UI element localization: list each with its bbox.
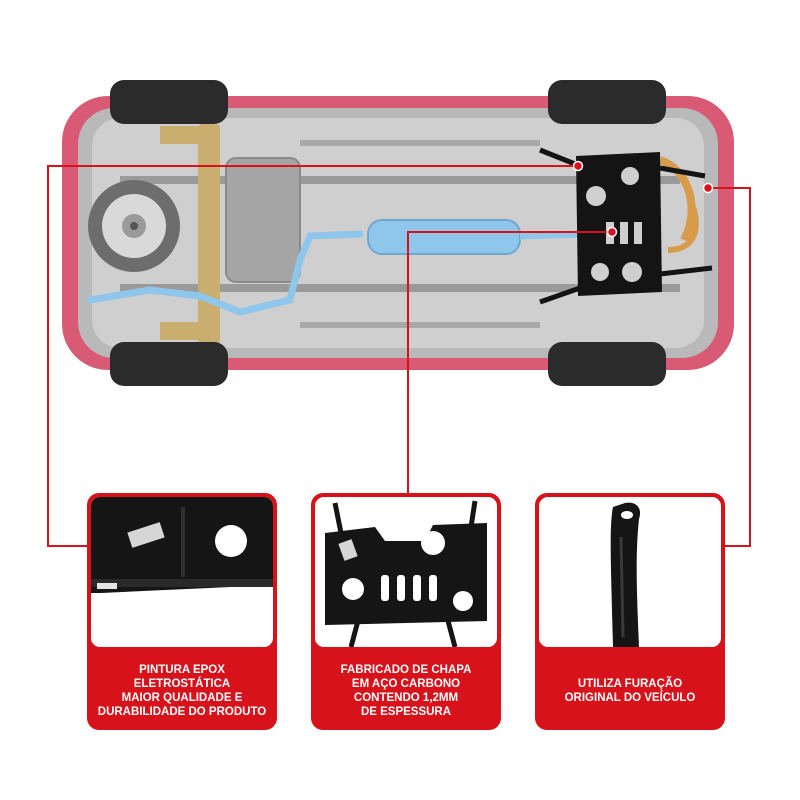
spare-wheel-icon (88, 180, 180, 272)
car-underbody (62, 80, 734, 386)
callout-lines (47, 165, 751, 547)
callout-line-1 (47, 165, 578, 547)
callout-dot-3 (702, 182, 714, 194)
feature-line: FABRICADO DE CHAPA (340, 663, 472, 676)
exhaust-pipe-icon (86, 219, 581, 316)
callout-line-2 (407, 231, 612, 493)
card-photo-skid-plate (315, 497, 497, 647)
fuel-tank (225, 157, 301, 283)
feature-line: DE ESPESSURA (360, 705, 452, 718)
feature-line: CONTENDO 1,2MM (353, 691, 459, 704)
feature-text-2: FABRICADO DE CHAPA EM AÇO CARBONO CONTEN… (317, 659, 495, 722)
feature-line: PINTURA EPOX (139, 663, 225, 676)
feature-line: ORIGINAL DO VEÍCULO (564, 691, 696, 704)
feature-text-3: UTILIZA FURAÇÃO ORIGINAL DO VEÍCULO (541, 659, 719, 722)
feature-line: EM AÇO CARBONO (351, 677, 461, 690)
feature-card-epox-paint: PINTURA EPOX ELETROSTÁTICA MAIOR QUALIDA… (87, 493, 277, 730)
skid-plate-icon (539, 147, 713, 305)
feature-card-original-holes: UTILIZA FURAÇÃO ORIGINAL DO VEÍCULO (535, 493, 725, 730)
rear-axle (198, 124, 220, 344)
feature-card-carbon-steel: FABRICADO DE CHAPA EM AÇO CARBONO CONTEN… (311, 493, 501, 730)
callout-line-3 (708, 187, 751, 547)
feature-text-1: PINTURA EPOX ELETROSTÁTICA MAIOR QUALIDA… (93, 659, 271, 722)
feature-line: MAIOR QUALIDADE E (121, 691, 243, 704)
callout-dots (572, 160, 714, 238)
card-photo-bracket (539, 497, 721, 647)
feature-line: UTILIZA FURAÇÃO (577, 677, 683, 690)
feature-line: DURABILIDADE DO PRODUTO (97, 705, 267, 718)
callout-dot-1 (572, 160, 584, 172)
card-photo-paint-closeup (91, 497, 273, 647)
wheel-icon (110, 80, 666, 386)
feature-line: ELETROSTÁTICA (133, 677, 231, 690)
callout-dot-2 (606, 226, 618, 238)
